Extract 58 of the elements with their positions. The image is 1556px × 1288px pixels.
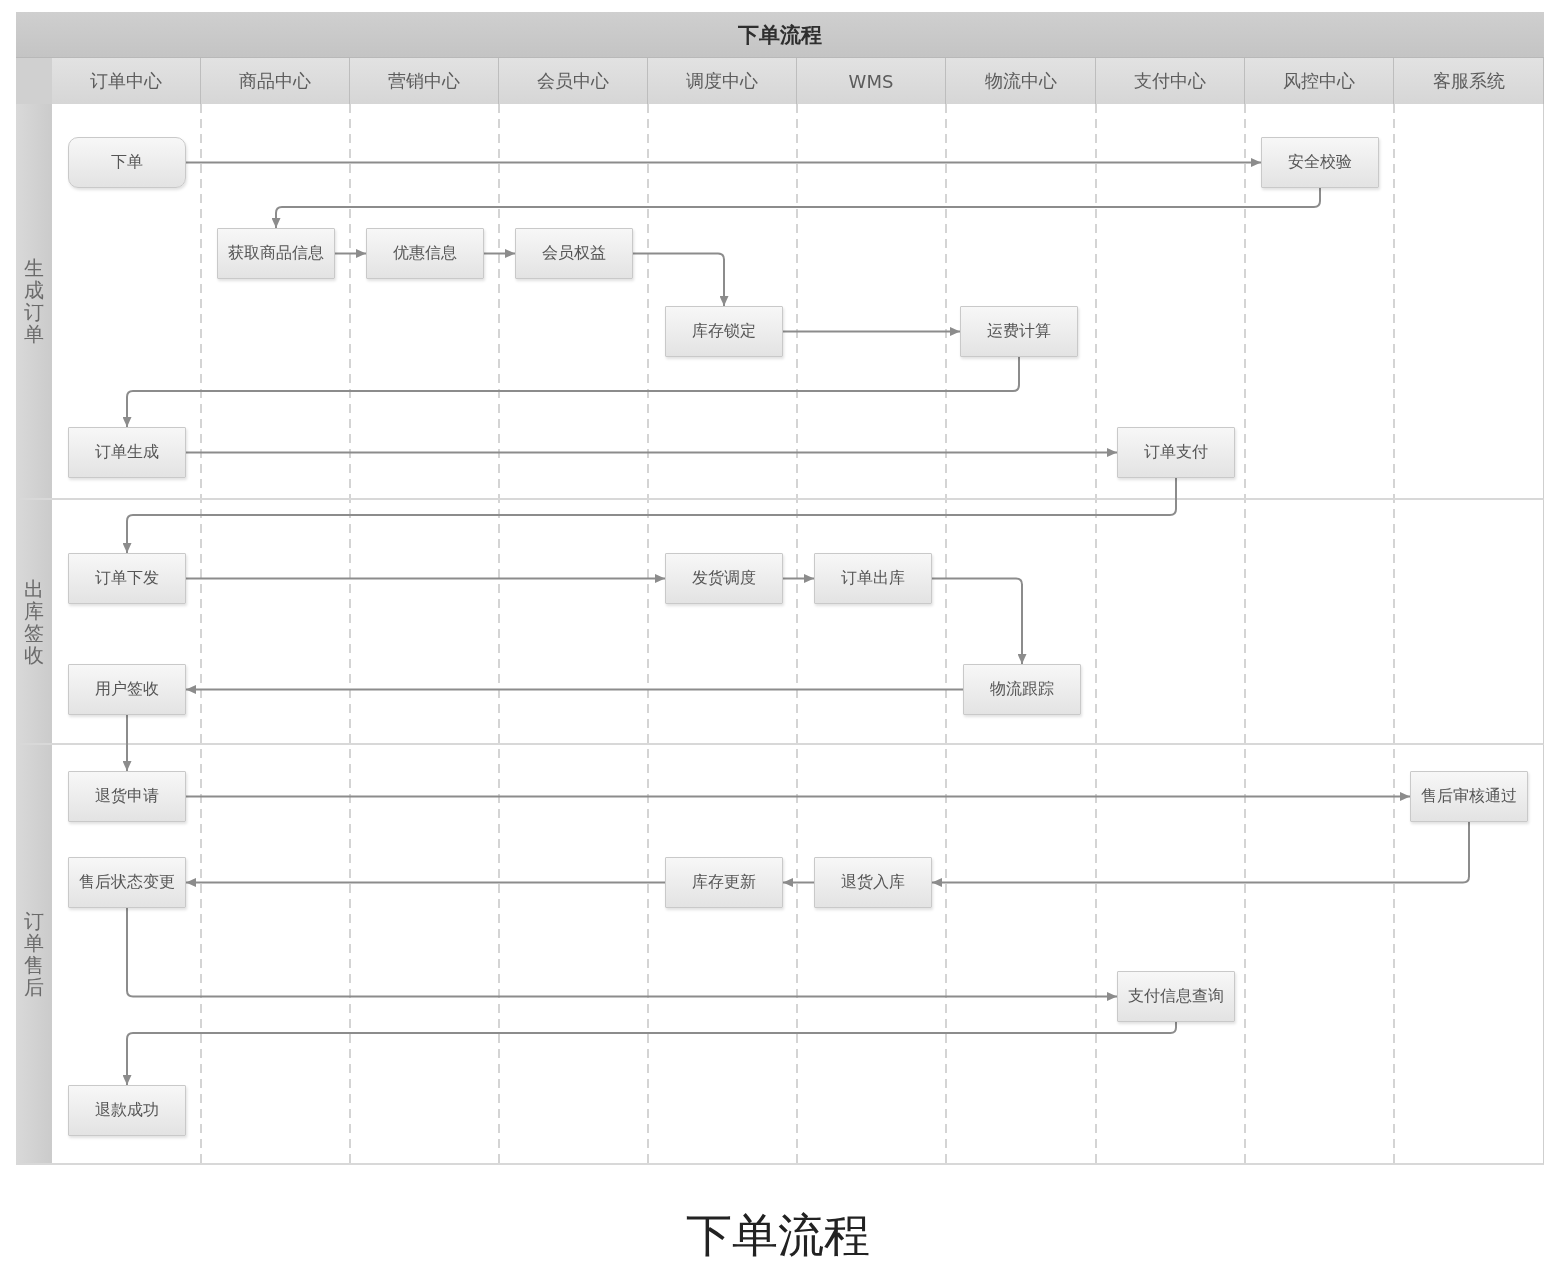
- swim-lane: [16, 500, 1544, 745]
- arrow: [122, 356, 1020, 428]
- arrow: [185, 158, 1262, 167]
- arrow: [122, 1021, 1177, 1086]
- process-box: 物流跟踪: [963, 664, 1081, 715]
- arrow: [122, 477, 1177, 554]
- swim-lane: [16, 745, 1544, 1165]
- lane-label: 出库签收: [24, 577, 44, 666]
- arrow: [782, 878, 815, 887]
- column-header: WMS: [797, 58, 946, 104]
- column-header: 调度中心: [648, 58, 797, 104]
- arrow: [632, 252, 729, 307]
- arrow: [185, 878, 666, 887]
- arrow: [122, 714, 132, 772]
- process-box: 库存锁定: [665, 306, 783, 357]
- column-header: 商品中心: [201, 58, 350, 104]
- column-header: 会员中心: [499, 58, 648, 104]
- process-box: 退货申请: [68, 771, 186, 822]
- lane-label: 生成订单: [24, 257, 44, 345]
- swim-lane: [16, 104, 1544, 500]
- diagram-title: 下单流程: [16, 12, 1544, 58]
- arrow: [185, 574, 666, 583]
- process-box: 运费计算: [960, 306, 1078, 357]
- arrow: [185, 685, 964, 694]
- process-box: 支付信息查询: [1117, 971, 1235, 1022]
- arrow: [126, 907, 1118, 1001]
- column-header: 订单中心: [52, 58, 201, 104]
- process-box: 订单生成: [68, 427, 186, 478]
- process-box: 安全校验: [1261, 137, 1379, 188]
- process-box: 售后审核通过: [1410, 771, 1528, 822]
- column-header: 营销中心: [350, 58, 499, 104]
- process-box: 订单下发: [68, 553, 186, 604]
- lane-label: 订单售后: [24, 910, 44, 998]
- arrow: [185, 792, 1411, 801]
- arrow: [782, 574, 815, 583]
- column-header: 客服系统: [1394, 58, 1544, 104]
- process-box: 库存更新: [665, 857, 783, 908]
- process-box: 退货入库: [814, 857, 932, 908]
- process-box: 会员权益: [515, 228, 633, 279]
- column-header: 支付中心: [1096, 58, 1245, 104]
- start-box: 下单: [68, 137, 186, 188]
- column-header: 物流中心: [946, 58, 1096, 104]
- process-box: 获取商品信息: [217, 228, 335, 279]
- arrow: [782, 327, 961, 336]
- diagram-caption: 下单流程: [685, 1207, 871, 1264]
- arrow: [931, 577, 1027, 665]
- process-box: 优惠信息: [366, 228, 484, 279]
- process-box: 用户签收: [68, 664, 186, 715]
- arrow: [185, 448, 1118, 457]
- process-box: 退款成功: [68, 1085, 186, 1136]
- arrow: [334, 249, 367, 258]
- process-box: 订单支付: [1117, 427, 1235, 478]
- process-box: 售后状态变更: [68, 857, 186, 908]
- process-box: 订单出库: [814, 553, 932, 604]
- column-header: 风控中心: [1245, 58, 1394, 104]
- arrow: [483, 249, 516, 258]
- arrow: [931, 821, 1470, 887]
- process-box: 发货调度: [665, 553, 783, 604]
